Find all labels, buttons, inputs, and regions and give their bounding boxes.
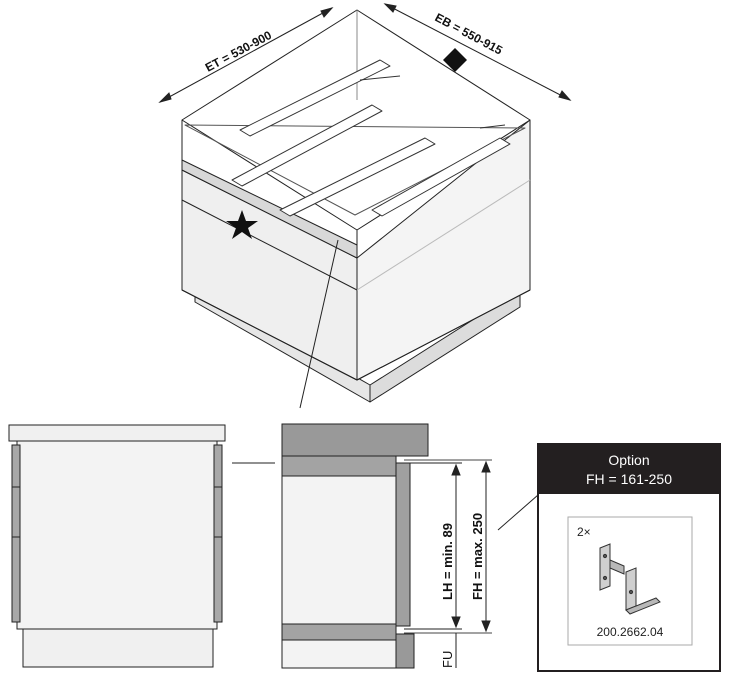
option-box: Option FH = 161-250 2× 200.2662.04 <box>537 443 721 672</box>
cabinet-front-view <box>8 424 226 668</box>
star-marker-icon <box>226 210 258 239</box>
bracket-left-icon <box>599 543 611 591</box>
runner-mid-left <box>231 104 383 187</box>
cabinet-bottom-edge-right <box>356 289 531 381</box>
lh-dimension-label: LH = min. 89 <box>440 523 455 600</box>
dimension-eb-arrow-end <box>558 90 572 101</box>
fh-arrow-top <box>481 460 491 473</box>
fh-arrow-bottom <box>481 620 491 633</box>
dimension-et <box>158 7 334 103</box>
fu-dimension-label: FU <box>440 651 455 668</box>
bracket-hole-1 <box>602 553 608 559</box>
drawer-front-lip <box>181 159 358 259</box>
detail-leader-line <box>299 239 339 409</box>
section-top-panel-lower <box>281 455 397 477</box>
front-view-drawer-front <box>16 440 218 630</box>
section-base <box>281 639 397 669</box>
drawer-runners <box>231 59 511 217</box>
bracket-left-foot-icon <box>609 559 625 575</box>
option-box-subtitle: FH = 161-250 <box>586 471 672 487</box>
section-bottom-front <box>395 633 415 669</box>
front-view-side-left <box>11 444 21 623</box>
option-box-header <box>538 444 720 494</box>
runner-bar-right <box>479 124 506 129</box>
dimension-eb-arrow-start <box>383 3 397 13</box>
dimension-eb-line <box>384 3 571 101</box>
lh-arrow-bottom <box>451 616 461 629</box>
section-drawer-body <box>281 475 397 625</box>
dimension-et-arrow-start <box>158 92 172 103</box>
section-drawer-front <box>395 462 411 627</box>
option-leader-line <box>497 494 539 531</box>
front-view-top-panel <box>8 424 226 442</box>
section-bottom-panel <box>281 623 397 641</box>
drawer-front-divider <box>181 199 358 291</box>
lh-arrow-top <box>451 463 461 476</box>
section-detail-view <box>281 423 492 669</box>
dimension-et-arrow-end <box>320 7 334 18</box>
cabinet-front-panel <box>181 169 358 381</box>
option-part-quantity: 2× <box>577 525 591 539</box>
runner-back-left <box>239 59 391 137</box>
runner-front-left <box>279 137 436 217</box>
runner-right <box>371 137 511 217</box>
bracket-hole-2 <box>602 575 608 581</box>
section-top-panel <box>281 423 429 457</box>
dimension-et-line <box>159 7 333 103</box>
diamond-marker-icon <box>443 48 467 72</box>
bracket-part-icon <box>599 543 661 615</box>
fh-dimension-label: FH = max. 250 <box>470 513 485 600</box>
front-view-plinth <box>22 628 214 668</box>
bracket-right-icon <box>625 567 637 611</box>
cabinet-bottom-edge-left <box>181 289 358 381</box>
runner-bar-back <box>359 75 401 81</box>
bracket-hole-3 <box>628 589 634 595</box>
option-box-title: Option <box>608 452 649 468</box>
front-view-side-right <box>213 444 223 623</box>
cabinet-isometric-view <box>181 9 531 403</box>
drawer-side-divider <box>356 179 531 291</box>
option-part-number: 200.2662.04 <box>597 625 664 639</box>
bracket-right-foot-icon <box>625 597 661 615</box>
dimension-et-label: ET = 530-900 <box>203 28 274 75</box>
dimension-eb <box>383 3 572 101</box>
